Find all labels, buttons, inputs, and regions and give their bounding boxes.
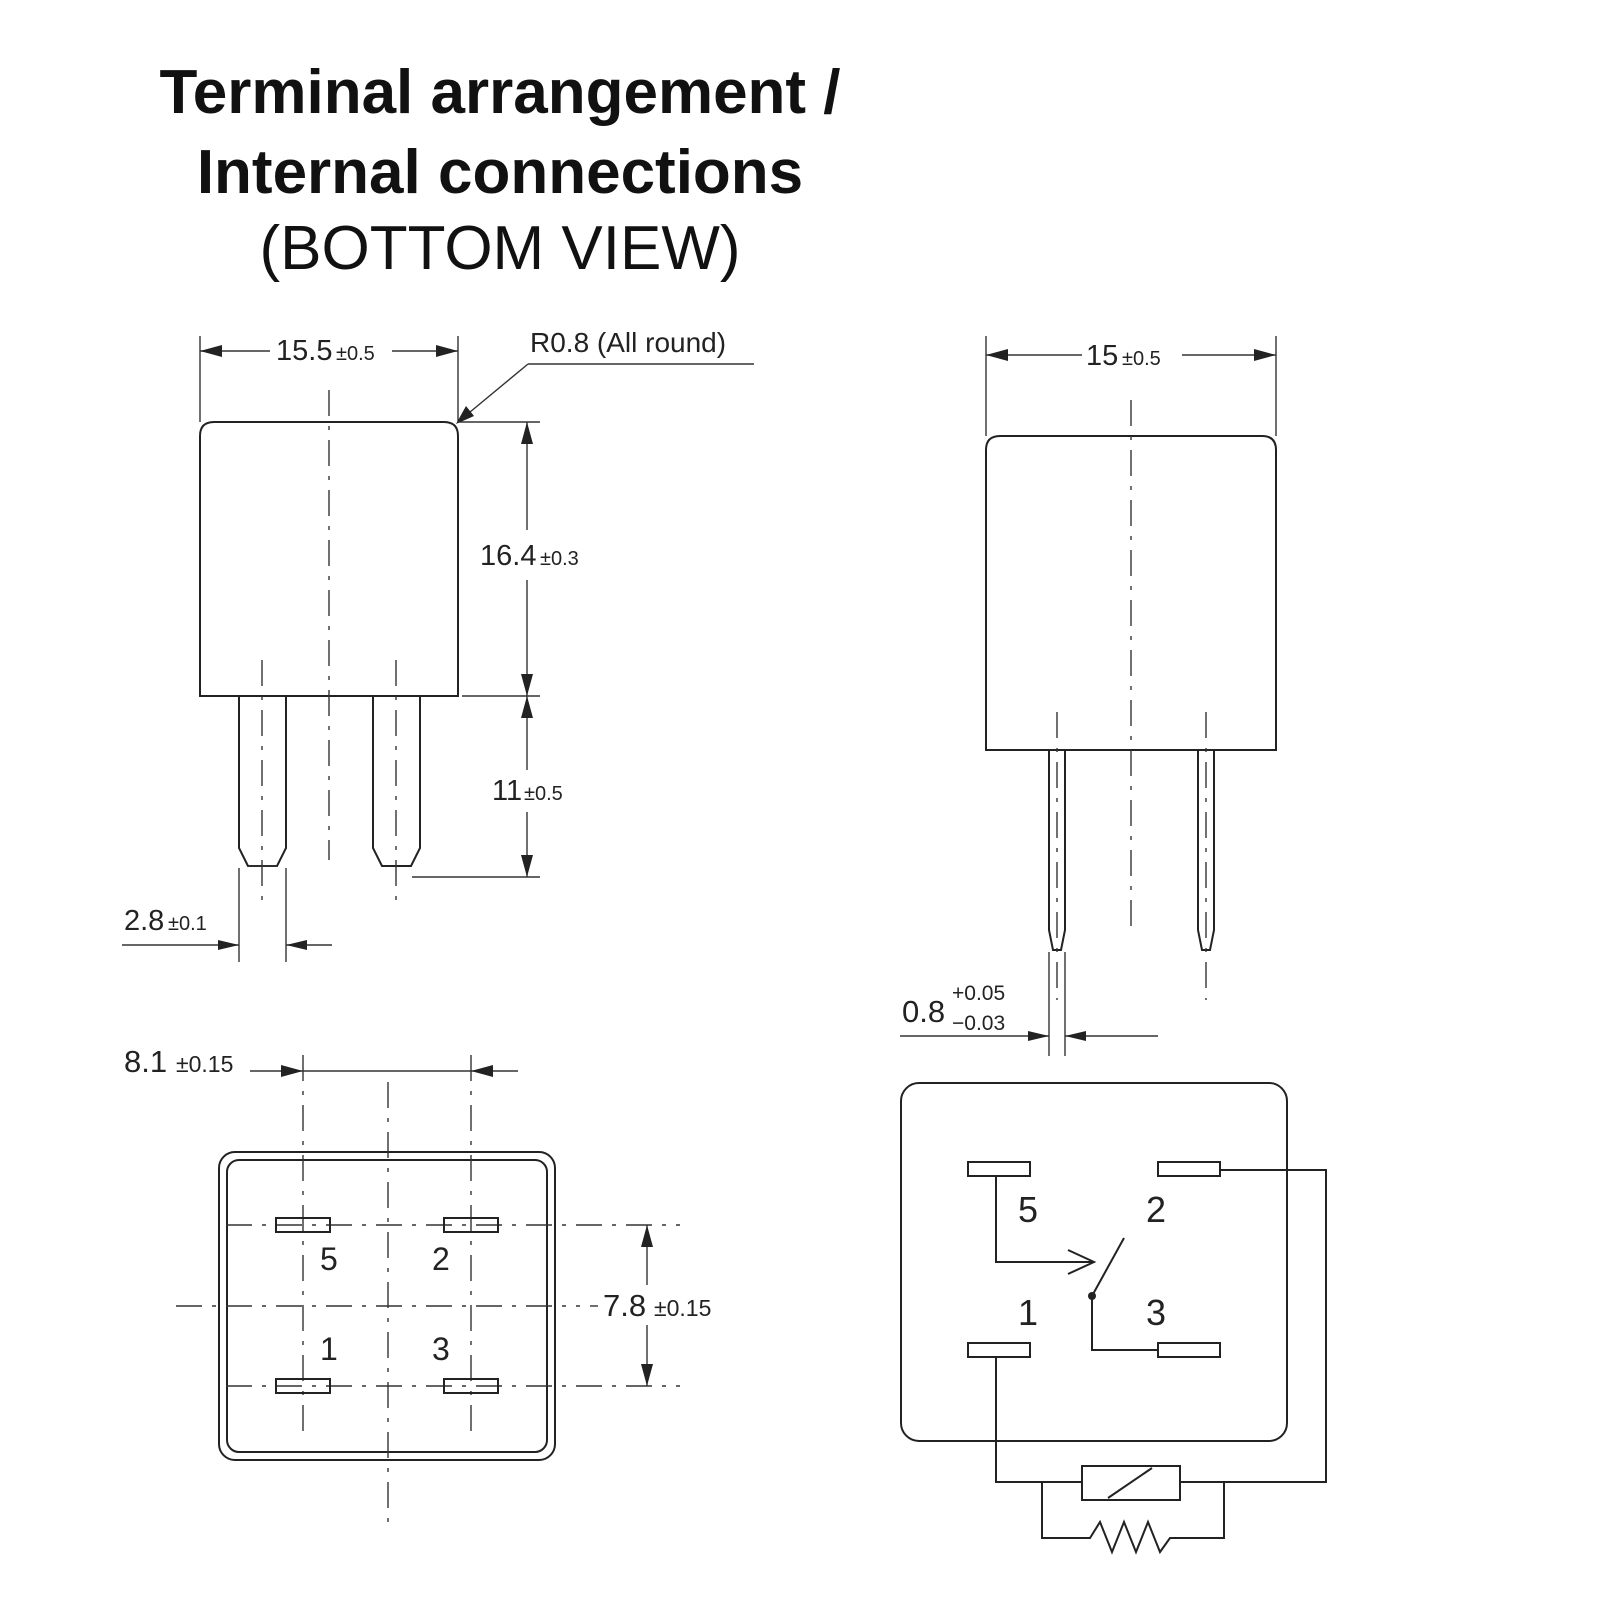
schematic-pad-2 xyxy=(1157,1161,1221,1177)
pitch-x-tol: ±0.15 xyxy=(176,1051,233,1077)
pin-width-tol: ±0.1 xyxy=(168,913,207,935)
switch-blade xyxy=(1091,1237,1125,1297)
resistor-leads xyxy=(1041,1482,1225,1555)
bottom-view: 5 2 1 3 8.1 ±0.15 7.8 ±0.15 xyxy=(124,1044,740,1530)
radius-note: R0.8 (All round) xyxy=(530,327,726,358)
bottom-pad-3 xyxy=(443,1378,499,1394)
pitch-y-value: 7.8 xyxy=(603,1288,646,1323)
schematic-pad-5 xyxy=(967,1161,1031,1177)
relay-body-outline-right xyxy=(985,435,1277,751)
title-line-1: Terminal arrangement / xyxy=(159,58,841,127)
bottom-outline-outer xyxy=(218,1151,556,1461)
pin-length-tol: ±0.5 xyxy=(524,783,563,805)
bottom-pad-5 xyxy=(275,1217,331,1233)
bottom-label-5: 5 xyxy=(320,1241,338,1277)
title-line-3: (BOTTOM VIEW) xyxy=(259,214,741,283)
schematic-label-3: 3 xyxy=(1146,1292,1166,1333)
switch-common-lead xyxy=(1091,1296,1158,1351)
contact-arrowhead xyxy=(1067,1249,1097,1275)
bottom-pad-1 xyxy=(275,1378,331,1394)
schematic-label-5: 5 xyxy=(1018,1189,1038,1230)
pitch-y-tol: ±0.15 xyxy=(654,1295,711,1321)
title-line-2: Internal connections xyxy=(196,138,804,207)
bottom-pad-2 xyxy=(443,1217,499,1233)
relay-body-outline xyxy=(199,421,459,697)
width-dim-tol: ±0.5 xyxy=(336,343,375,365)
coil-lead-1 xyxy=(995,1357,1082,1483)
bottom-label-1: 1 xyxy=(320,1331,338,1367)
width-dim-right-tol: ±0.5 xyxy=(1122,348,1161,370)
coil-lead-2 xyxy=(1180,1169,1327,1483)
side-view-left: 15.5 ±0.5 R0.8 (All round) 16.4 ±0.3 11 … xyxy=(122,327,754,962)
schematic-label-1: 1 xyxy=(1018,1292,1038,1333)
pitch-x-value: 8.1 xyxy=(124,1044,167,1079)
body-height-value: 16.4 xyxy=(480,540,536,572)
schematic-outline xyxy=(900,1082,1288,1442)
schematic-pad-1 xyxy=(967,1342,1031,1358)
internal-connection-schematic: 5 2 1 3 xyxy=(900,1082,1327,1555)
contact-5-lead xyxy=(995,1176,1094,1263)
coil-symbol xyxy=(1081,1465,1181,1501)
width-dim-value: 15.5 xyxy=(276,335,332,367)
width-dim-right-value: 15 xyxy=(1086,340,1118,372)
pin-tol-plus: +0.05 xyxy=(952,982,1005,1005)
side-view-right: 15 ±0.5 0.8 +0.05 −0.03 xyxy=(900,336,1277,1056)
bottom-label-3: 3 xyxy=(432,1331,450,1367)
pin-length-value: 11 xyxy=(492,775,522,807)
pin-width-value: 2.8 xyxy=(124,905,164,937)
pin-tol-minus: −0.03 xyxy=(952,1012,1005,1035)
body-height-tol: ±0.3 xyxy=(540,548,579,570)
bottom-label-2: 2 xyxy=(432,1241,450,1277)
schematic-pad-3 xyxy=(1157,1342,1221,1358)
schematic-label-2: 2 xyxy=(1146,1189,1166,1230)
pin-width-right-value: 0.8 xyxy=(902,994,945,1029)
